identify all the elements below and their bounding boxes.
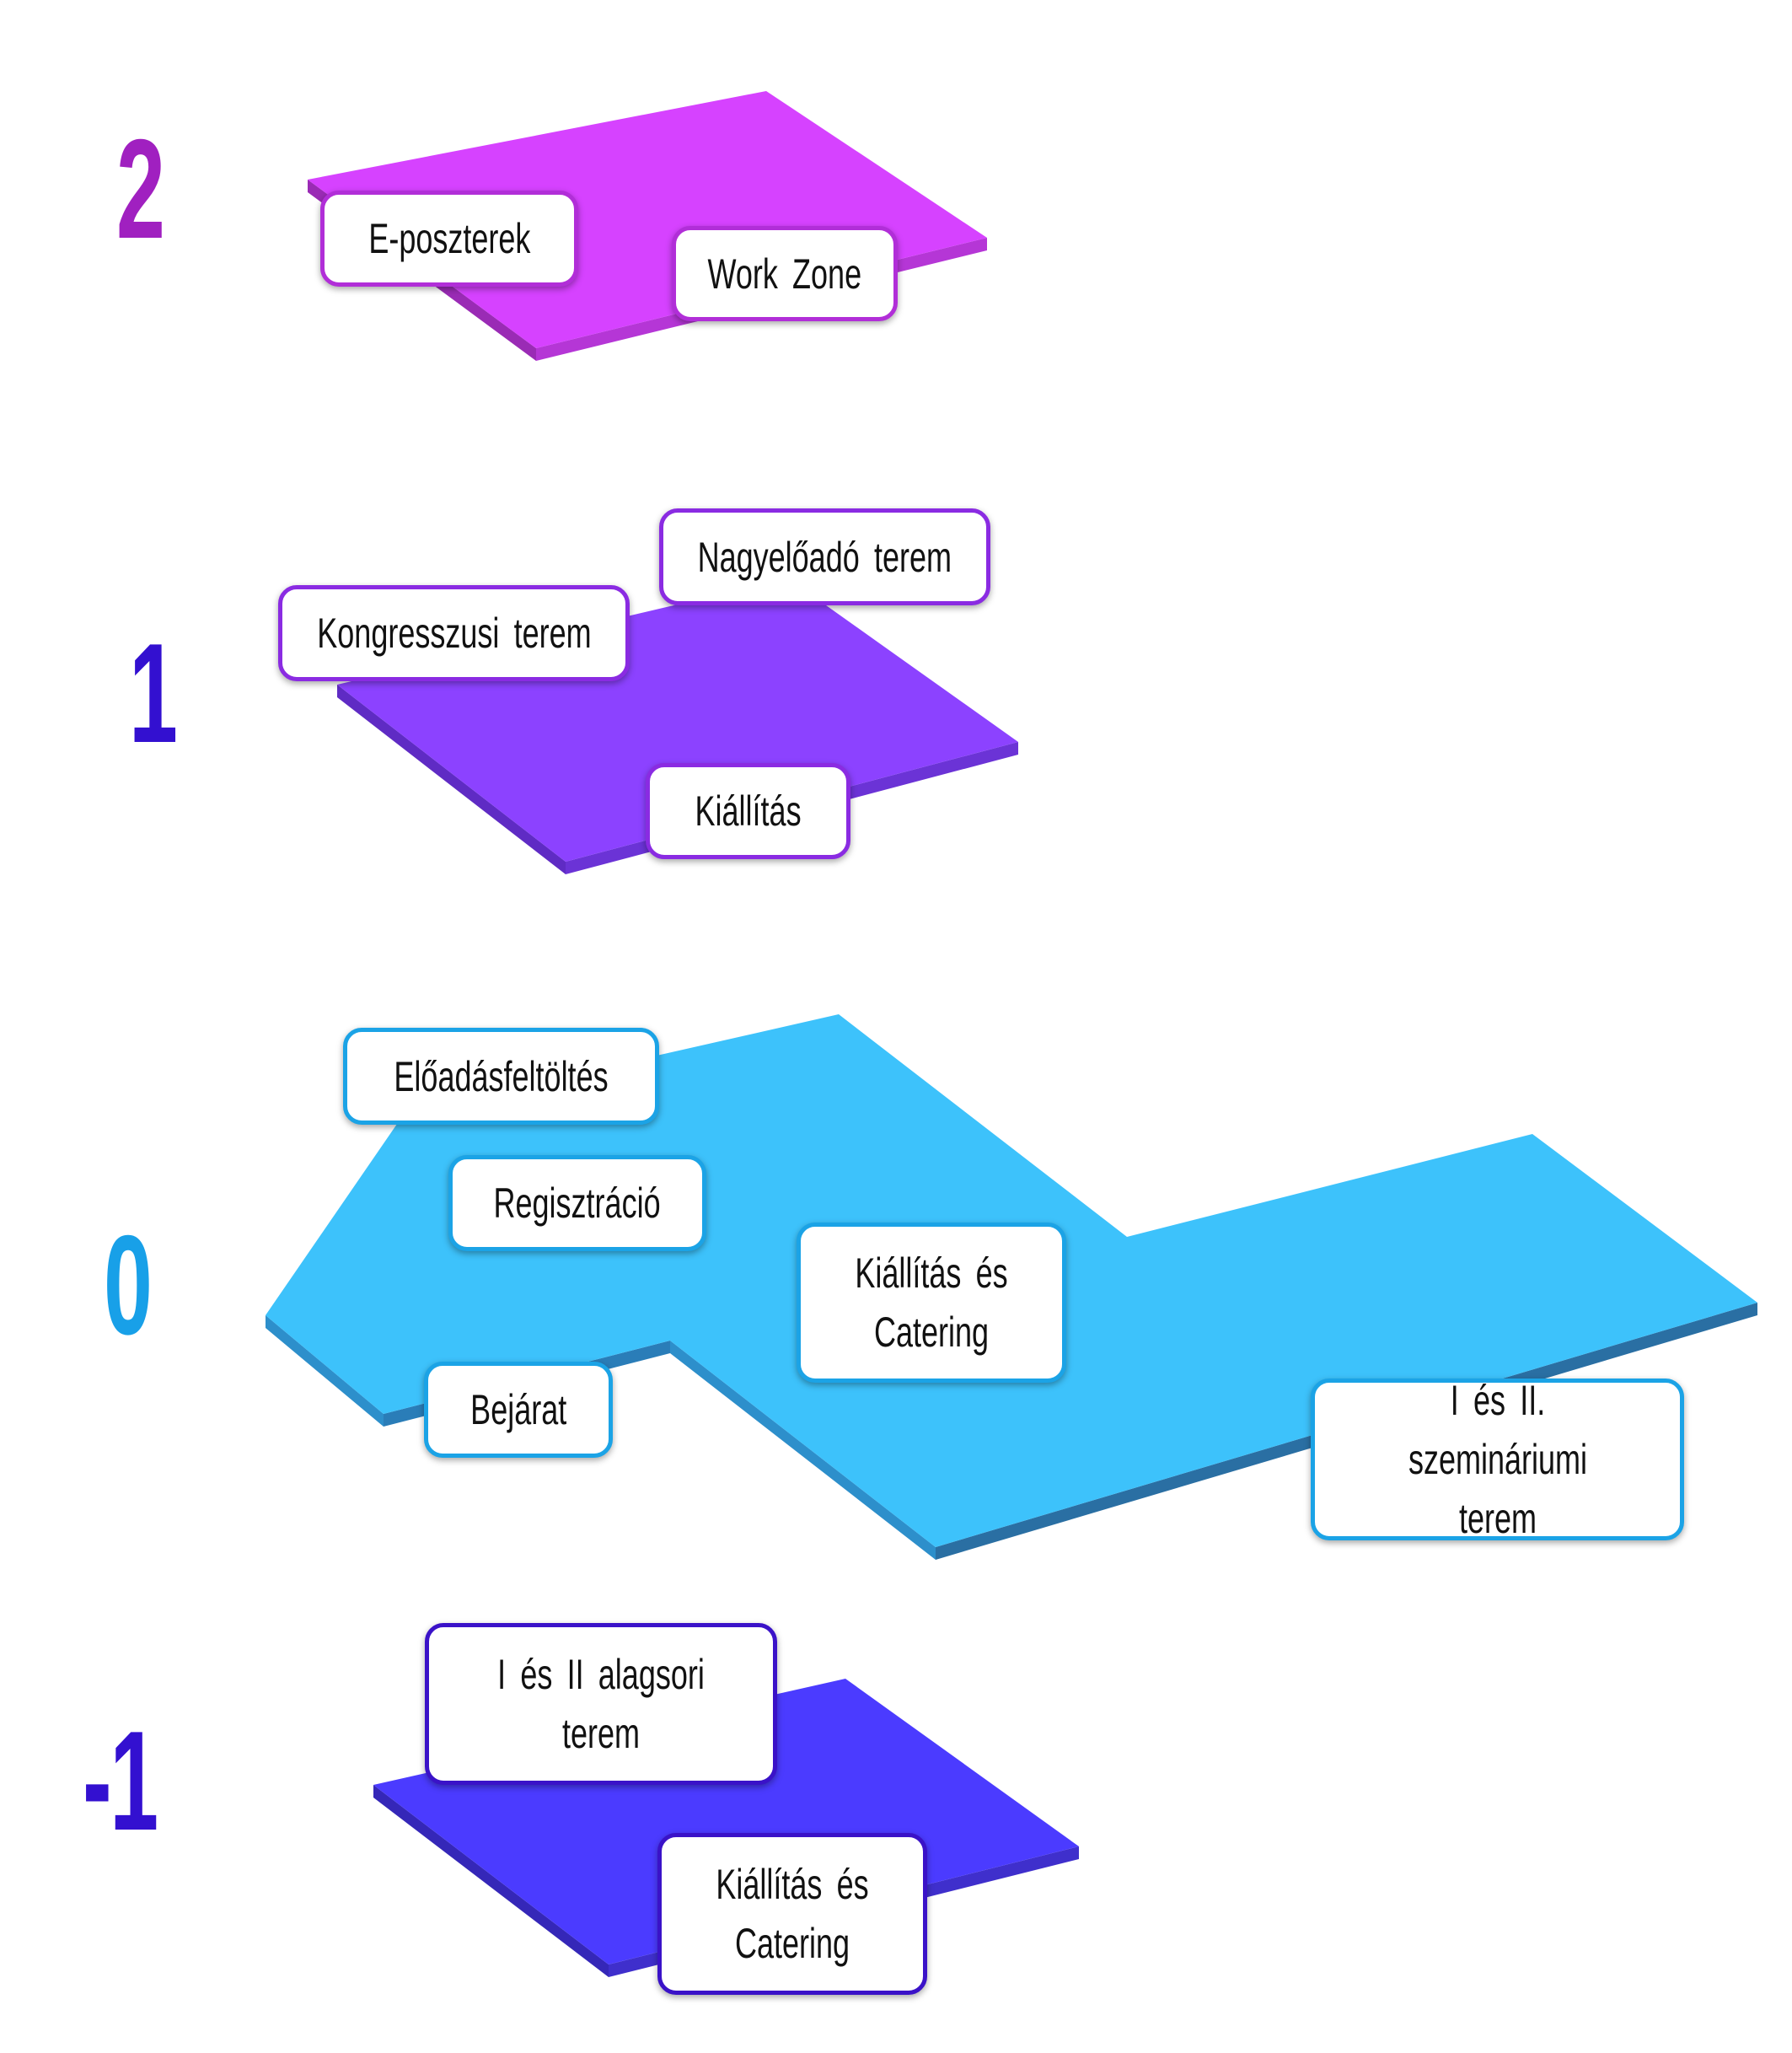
room-szeminariumi-terem-label: I és II. szemináriumi terem — [1408, 1377, 1587, 1542]
room-alagsori-terem[interactable]: I és II alagsori terem — [425, 1623, 777, 1785]
floor-0-number: 0 — [104, 1206, 153, 1364]
room-eloadasfeltoltes-label: Előadásfeltöltés — [394, 1052, 609, 1100]
room-kiallitas-label: Kiállítás — [695, 787, 802, 835]
floor-1-number: 1 — [129, 614, 178, 772]
room-alagsori-terem-label: I és II alagsori terem — [497, 1651, 705, 1757]
room-kongresszusi-terem[interactable]: Kongresszusi terem — [278, 585, 630, 681]
room-bejarat-label: Bejárat — [469, 1386, 567, 1433]
room-work-zone[interactable]: Work Zone — [672, 226, 898, 321]
floor-minus1-slab-side — [373, 1785, 609, 1977]
room-alagsori-kiallitas-es-catering[interactable]: Kiállítás és Catering — [657, 1833, 927, 1995]
room-kiallitas-es-catering-label: Kiállítás és Catering — [855, 1250, 1008, 1356]
room-nagyeloado-terem[interactable]: Nagyelőadó terem — [659, 508, 990, 605]
room-kiallitas[interactable]: Kiállítás — [646, 763, 850, 859]
room-kiallitas-es-catering[interactable]: Kiállítás és Catering — [797, 1223, 1066, 1383]
room-e-poszterek-label: E-poszterek — [368, 215, 531, 262]
floor-0-slab-side-left — [266, 1315, 384, 1427]
floor-minus1-number: -1 — [83, 1701, 158, 1860]
floor-1-slab-side — [337, 685, 566, 874]
room-work-zone-label: Work Zone — [707, 250, 862, 298]
room-bejarat[interactable]: Bejárat — [424, 1362, 613, 1458]
room-eloadasfeltoltes[interactable]: Előadásfeltöltés — [343, 1028, 659, 1125]
room-e-poszterek[interactable]: E-poszterek — [320, 191, 578, 287]
room-szeminariumi-terem[interactable]: I és II. szemináriumi terem — [1311, 1377, 1684, 1542]
room-regisztracio[interactable]: Regisztráció — [448, 1155, 706, 1251]
room-alagsori-kiallitas-es-catering-label: Kiállítás és Catering — [716, 1861, 869, 1967]
room-nagyeloado-terem-label: Nagyelőadó terem — [697, 533, 952, 581]
floor-0-slab-side-right — [670, 1341, 936, 1560]
room-kongresszusi-terem-label: Kongresszusi terem — [316, 610, 592, 657]
room-regisztracio-label: Regisztráció — [493, 1180, 662, 1227]
floor-2-number: 2 — [116, 110, 165, 268]
